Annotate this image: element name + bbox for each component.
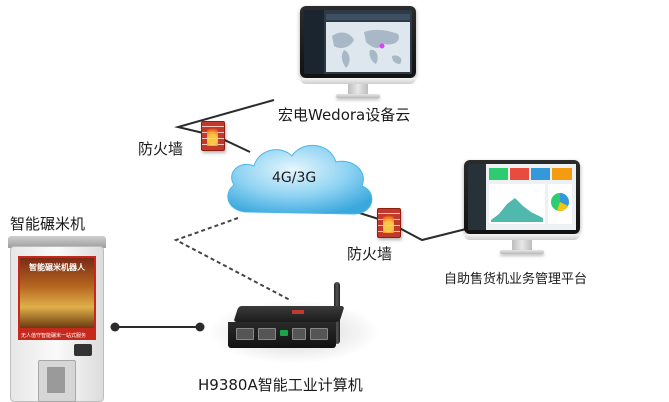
link-node-right (195, 322, 205, 332)
firewall-right-label: 防火墙 (347, 245, 393, 263)
network-label: 4G/3G (272, 170, 317, 186)
dashboard-screen (468, 164, 576, 230)
firewall-icon (377, 208, 401, 238)
computer-label: H9380A智能工业计算机 (198, 376, 363, 394)
link-cloud-platform (174, 99, 275, 153)
link-vending-platform (349, 209, 471, 242)
rice-machine: 智能碾米机器人 无人值守智能碾米一站式服务 (8, 236, 106, 402)
vending-platform-monitor (464, 160, 580, 254)
strip-text: 无人值守智能碾米一站式服务 (21, 333, 87, 339)
poster-title: 智能碾米机器人 (29, 263, 85, 272)
cloud-platform-label: 宏电Wedora设备云 (278, 106, 411, 124)
rice-machine-door (38, 360, 76, 402)
firewall-top-label: 防火墙 (138, 140, 184, 158)
industrial-computer (208, 282, 380, 366)
world-map-screen (304, 10, 412, 74)
firewall-icon (201, 121, 225, 151)
cloud-icon (227, 144, 373, 215)
cloud-platform-monitor (300, 6, 416, 98)
vending-platform-label: 自助售货机业务管理平台 (444, 272, 588, 287)
rice-machine-strip: 无人值守智能碾米一站式服务 (18, 330, 96, 340)
link-wireless (173, 217, 291, 301)
link-node-left (110, 322, 120, 332)
rice-machine-poster: 智能碾米机器人 (18, 256, 96, 330)
rice-machine-label: 智能碾米机 (10, 215, 86, 233)
